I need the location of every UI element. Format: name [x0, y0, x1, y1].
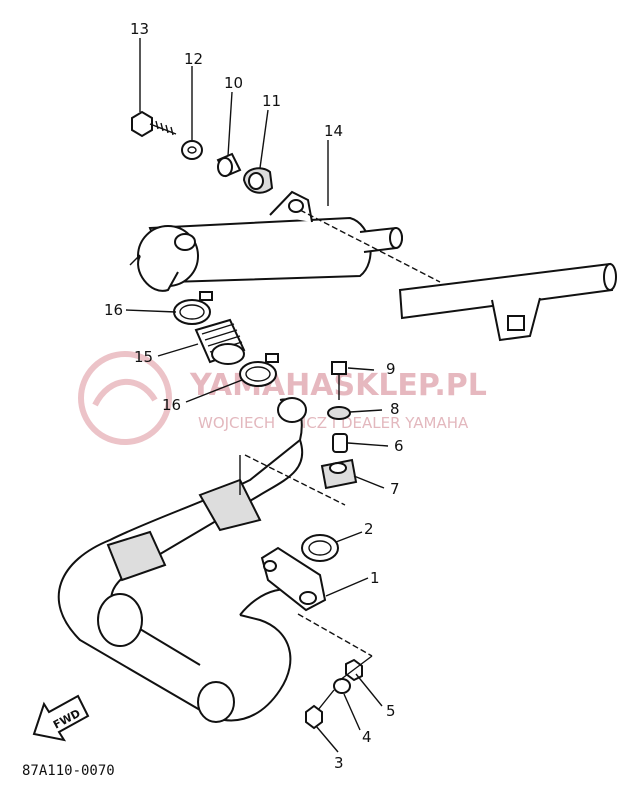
collar-part-10: [216, 152, 242, 178]
callout-8: 8: [390, 400, 400, 418]
watermark: YAMAHASKLEP.PL WOJCIECHOWICZ I DEALER YA…: [78, 351, 487, 445]
callout-16-lower: 16: [162, 396, 181, 414]
leader-flange-hardware: [339, 655, 373, 681]
clamp-part-16-lower: [239, 353, 279, 387]
callout-labels: 13 12 10 11 14 16 15 16 9 8 6 7 2 1 5 4 …: [104, 20, 404, 772]
callout-12: 12: [184, 50, 203, 68]
diagram-code: 87A110-0070: [22, 763, 115, 779]
washer-part-12: [181, 140, 203, 160]
callout-16-upper: 16: [104, 301, 123, 319]
callout-13: 13: [130, 20, 149, 38]
callout-14: 14: [324, 122, 343, 140]
leader-chamber-to-damper: [244, 454, 346, 506]
callout-2: 2: [364, 520, 374, 538]
callout-15: 15: [134, 348, 153, 366]
leader-silencer-to-frame: [299, 209, 441, 283]
fwd-arrow-icon: FWD: [32, 694, 90, 742]
damper-part-7: [320, 458, 358, 490]
washer-part-8: [327, 406, 351, 420]
exhaust-expansion-chamber: [57, 397, 311, 723]
watermark-subtitle: WOJCIECHOWICZ I DEALER YAMAHA: [198, 414, 469, 432]
bolt-part-9: [331, 361, 347, 400]
callout-leaders: [125, 38, 389, 753]
callout-7: 7: [390, 480, 400, 498]
leader-flange-to-nut: [297, 613, 373, 657]
bolt-part-13: [131, 110, 177, 138]
grommet-part-11: [242, 167, 274, 194]
callout-5: 5: [386, 702, 396, 720]
callout-6: 6: [394, 437, 404, 455]
silencer-part-14: [129, 190, 403, 292]
callout-4: 4: [362, 728, 372, 746]
flange-part-1: [260, 546, 327, 612]
callout-3: 3: [334, 754, 344, 772]
callout-10: 10: [224, 74, 243, 92]
callout-11: 11: [262, 92, 281, 110]
callout-1: 1: [370, 569, 380, 587]
gasket-part-2: [301, 534, 339, 562]
clamp-part-16-upper: [173, 291, 213, 325]
collar-part-6: [332, 433, 348, 453]
callout-9: 9: [386, 360, 396, 378]
bolt-part-3: [305, 689, 335, 730]
joint-pipe-part-15: [194, 318, 246, 365]
frame-tube: [398, 262, 617, 342]
washer-part-4: [333, 678, 351, 694]
